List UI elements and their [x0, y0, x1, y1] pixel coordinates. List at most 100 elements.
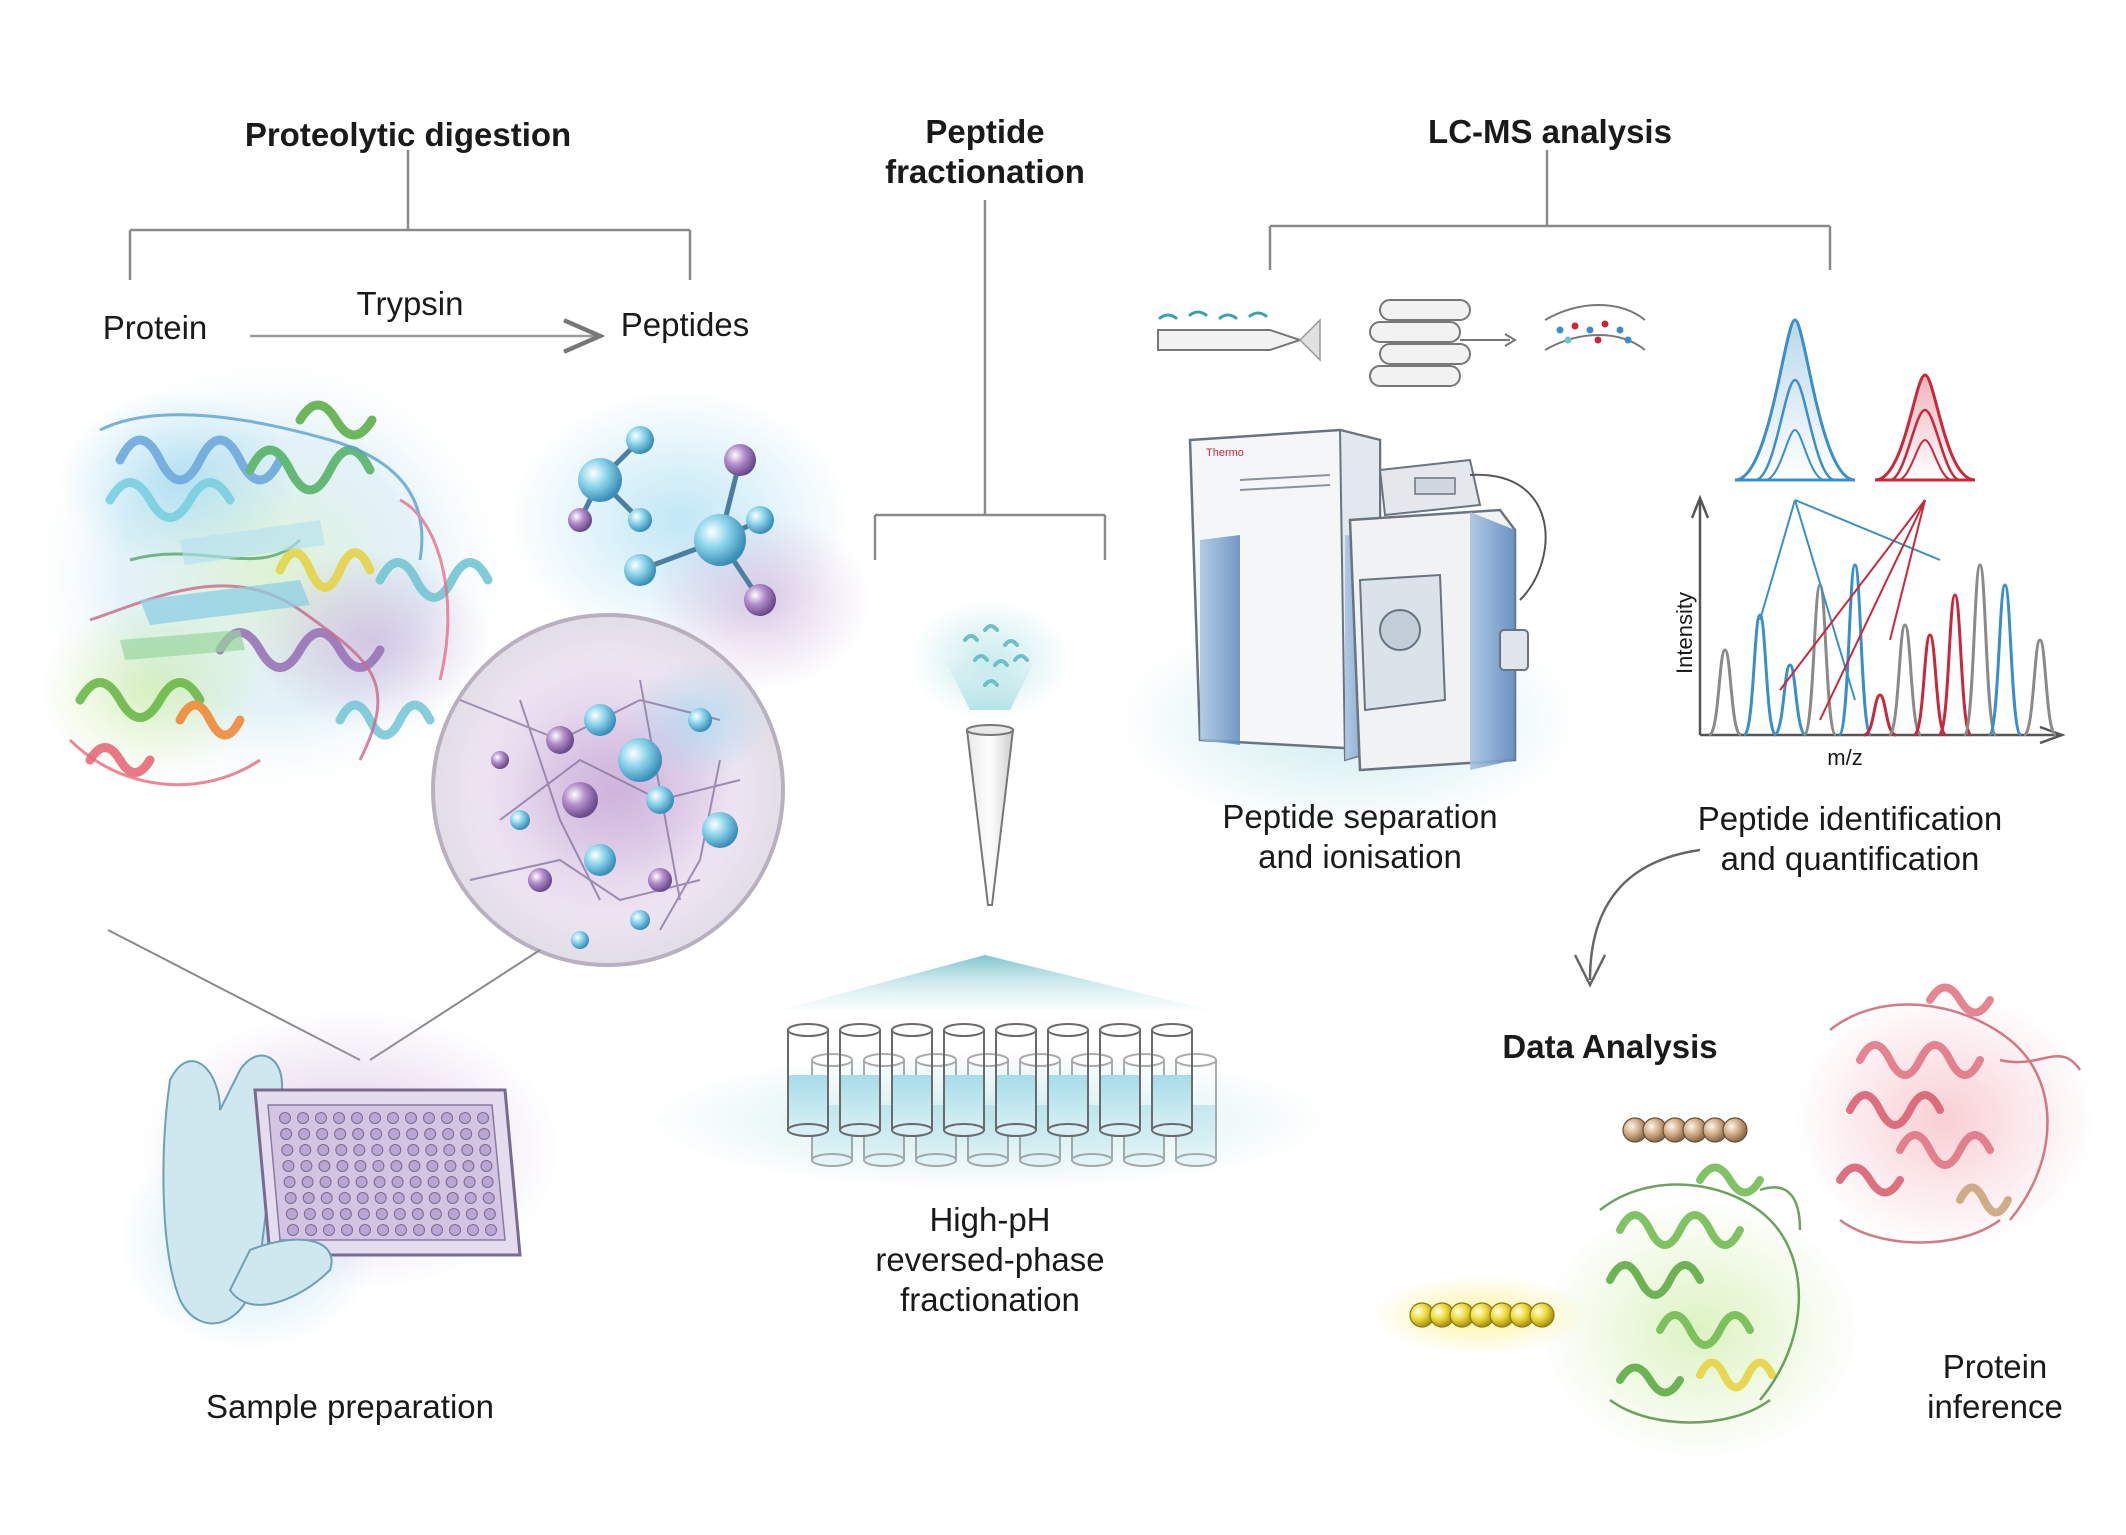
- plate-well: [392, 1192, 405, 1204]
- plate-well: [333, 1112, 345, 1124]
- plate-well: [323, 1224, 335, 1236]
- fraction-tube: [1151, 1023, 1193, 1137]
- plate-well: [303, 1208, 316, 1220]
- spectrum-peak: [1937, 593, 1973, 737]
- plate-well: [388, 1128, 401, 1140]
- plate-well: [318, 1160, 331, 1172]
- plate-well: [355, 1176, 368, 1188]
- caption-sample-preparation: Sample preparation: [205, 1388, 494, 1425]
- fraction-tube: [839, 1023, 881, 1137]
- plate-well: [482, 1192, 495, 1204]
- instrument-brand-label: Thermo: [1206, 447, 1244, 459]
- plate-well: [300, 1160, 313, 1172]
- plate-well: [460, 1128, 473, 1140]
- spectrum-peak: [1707, 648, 1743, 737]
- plate-well: [339, 1208, 352, 1220]
- plate-well: [283, 1176, 296, 1188]
- fraction-tubes: [787, 1023, 1217, 1167]
- plate-well: [413, 1224, 425, 1236]
- plate-well: [431, 1224, 443, 1236]
- plate-well: [374, 1192, 387, 1204]
- plate-well: [464, 1192, 477, 1204]
- lc-column-icon: [1157, 310, 1321, 362]
- plate-well: [429, 1208, 442, 1220]
- fraction-tube: [1175, 1053, 1217, 1167]
- data-analysis-arrowhead: [1573, 954, 1607, 988]
- plate-well: [302, 1192, 315, 1204]
- plate-well: [449, 1224, 461, 1236]
- plate-well: [410, 1192, 423, 1204]
- caption-fractionation-line1: High-pH: [929, 1201, 1051, 1238]
- plate-well: [285, 1208, 298, 1220]
- ion-cloud-icon: [1544, 304, 1646, 351]
- spectrum-peak: [1773, 663, 1807, 737]
- axis-label-mz: m/z: [1827, 745, 1863, 770]
- label-protein: Protein: [102, 309, 208, 346]
- plate-well: [428, 1192, 441, 1204]
- plate-well: [389, 1144, 402, 1156]
- plate-well: [369, 1112, 381, 1124]
- plate-well: [301, 1176, 314, 1188]
- caption-separation-line2: and ionisation: [1258, 838, 1462, 875]
- plate-well: [282, 1160, 295, 1172]
- plate-well: [391, 1176, 404, 1188]
- plate-well: [442, 1128, 455, 1140]
- fractionation-bracket: [873, 200, 1107, 560]
- plate-well: [406, 1128, 419, 1140]
- plate-well: [359, 1224, 371, 1236]
- plate-well: [408, 1160, 421, 1172]
- axis-label-intensity: Intensity: [1672, 592, 1697, 674]
- plate-well: [375, 1208, 388, 1220]
- quadrupole-icon: [1369, 299, 1517, 387]
- plate-well: [483, 1208, 496, 1220]
- lcms-bracket: [1268, 150, 1832, 270]
- fraction-tube: [787, 1023, 829, 1137]
- plate-well: [465, 1208, 478, 1220]
- plate-well: [370, 1128, 383, 1140]
- plate-well: [485, 1224, 497, 1236]
- plate-well: [287, 1224, 299, 1236]
- plate-well: [480, 1160, 493, 1172]
- caption-fractionation-line3: fractionation: [900, 1281, 1080, 1318]
- fraction-tube: [1099, 1023, 1141, 1137]
- header-data-analysis: Data Analysis: [1502, 1028, 1718, 1065]
- plate-well: [461, 1144, 474, 1156]
- plate-well: [351, 1112, 363, 1124]
- label-trypsin: Trypsin: [356, 285, 464, 322]
- sample-plate-illustration: [120, 1010, 560, 1350]
- plate-well: [427, 1176, 440, 1188]
- plate-well: [356, 1192, 369, 1204]
- fraction-tubes-illustration: [650, 955, 1330, 1190]
- spectrum-peak: [1863, 693, 1897, 737]
- caption-protein-inference-line1: Protein: [1942, 1348, 2048, 1385]
- plate-well: [426, 1160, 439, 1172]
- pipette-tip-illustration: [910, 600, 1070, 906]
- plate-well: [354, 1160, 367, 1172]
- plate-well: [423, 1112, 435, 1124]
- plate-well: [443, 1144, 456, 1156]
- plate-well: [284, 1192, 297, 1204]
- magnified-sample-lens: [431, 613, 785, 967]
- plate-well: [357, 1208, 370, 1220]
- plate-well: [372, 1160, 385, 1172]
- spectrum-peaks: [1707, 563, 2058, 737]
- header-peptide-fractionation-line2: fractionation: [885, 153, 1085, 190]
- plate-well: [316, 1128, 329, 1140]
- spectrum-peak: [1987, 583, 2023, 737]
- plate-well: [463, 1176, 476, 1188]
- header-peptide-fractionation-line1: Peptide: [925, 113, 1045, 150]
- plate-well: [315, 1112, 327, 1124]
- plate-well: [477, 1112, 489, 1124]
- plate-well: [462, 1160, 475, 1172]
- plate-well: [479, 1144, 492, 1156]
- plate-well: [409, 1176, 422, 1188]
- plate-well: [320, 1192, 333, 1204]
- plate-well: [405, 1112, 417, 1124]
- fraction-tube: [1047, 1023, 1089, 1137]
- plate-well: [319, 1176, 332, 1188]
- plate-well: [481, 1176, 494, 1188]
- header-lcms-analysis: LC-MS analysis: [1428, 113, 1672, 150]
- plate-well: [425, 1144, 438, 1156]
